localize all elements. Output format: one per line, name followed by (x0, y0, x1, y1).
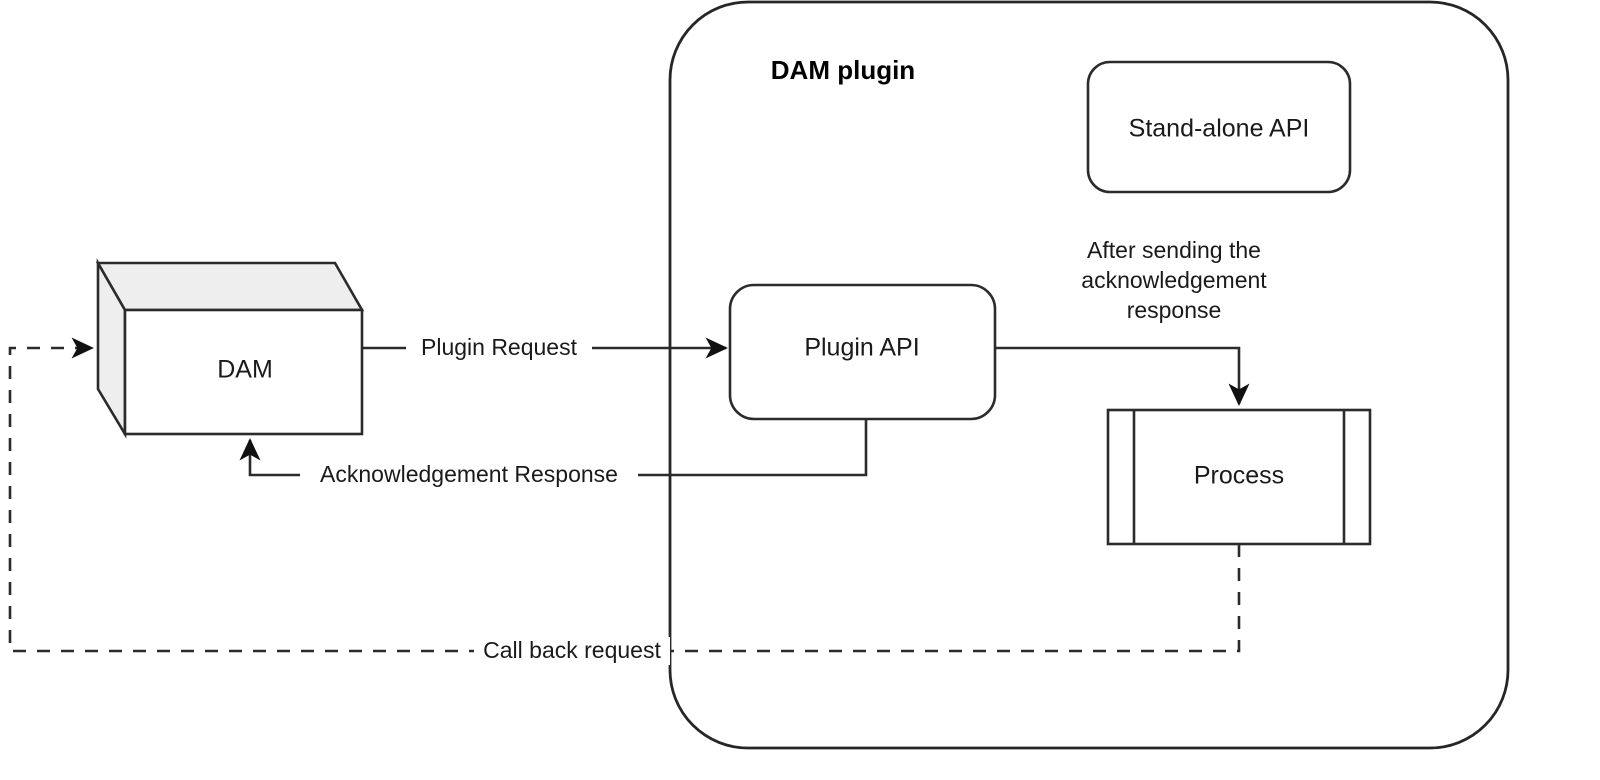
after-acknowledgement-label-line-1: After sending the (1087, 237, 1261, 263)
call-back-request-line (8, 337, 1241, 653)
edge-after-acknowledgement: After sending the acknowledgement respon… (995, 237, 1267, 406)
dam-cube-top-face (95, 261, 365, 312)
call-back-request-label-bg (474, 637, 670, 665)
process-box[interactable] (1106, 408, 1372, 546)
process-node[interactable]: Process (1106, 408, 1372, 546)
plugin-request-label-bg (406, 334, 592, 362)
plugin-api-box[interactable] (728, 283, 997, 421)
after-acknowledgement-line (995, 346, 1250, 406)
edge-plugin-request: Plugin Request (362, 334, 728, 362)
acknowledgement-response-label: Acknowledgement Response (320, 461, 618, 487)
plugin-api-node[interactable]: Plugin API (728, 283, 997, 421)
process-label: Process (1194, 462, 1284, 490)
dam-label: DAM (217, 356, 273, 384)
after-acknowledgement-label-line-2: acknowledgement (1081, 267, 1267, 293)
plugin-request-label: Plugin Request (421, 334, 578, 360)
dam-plugin-container: DAM plugin (668, 0, 1510, 750)
after-acknowledgement-label-line-3: response (1127, 297, 1222, 323)
standalone-api-node[interactable]: Stand-alone API (1086, 60, 1352, 194)
dam-cube-front-face[interactable] (123, 308, 364, 436)
dam-plugin-container-outline (668, 0, 1510, 750)
dam-plugin-container-label: DAM plugin (771, 55, 915, 85)
dam-node[interactable]: DAM (95, 258, 365, 439)
edge-call-back-request: Call back request (8, 337, 1241, 665)
call-back-request-label: Call back request (483, 637, 661, 663)
plugin-api-label: Plugin API (804, 334, 919, 362)
edge-acknowledgement-response: Acknowledgement Response (239, 419, 868, 489)
acknowledgement-response-label-bg (300, 461, 638, 489)
standalone-api-label: Stand-alone API (1129, 115, 1310, 143)
standalone-api-box[interactable] (1086, 60, 1352, 194)
